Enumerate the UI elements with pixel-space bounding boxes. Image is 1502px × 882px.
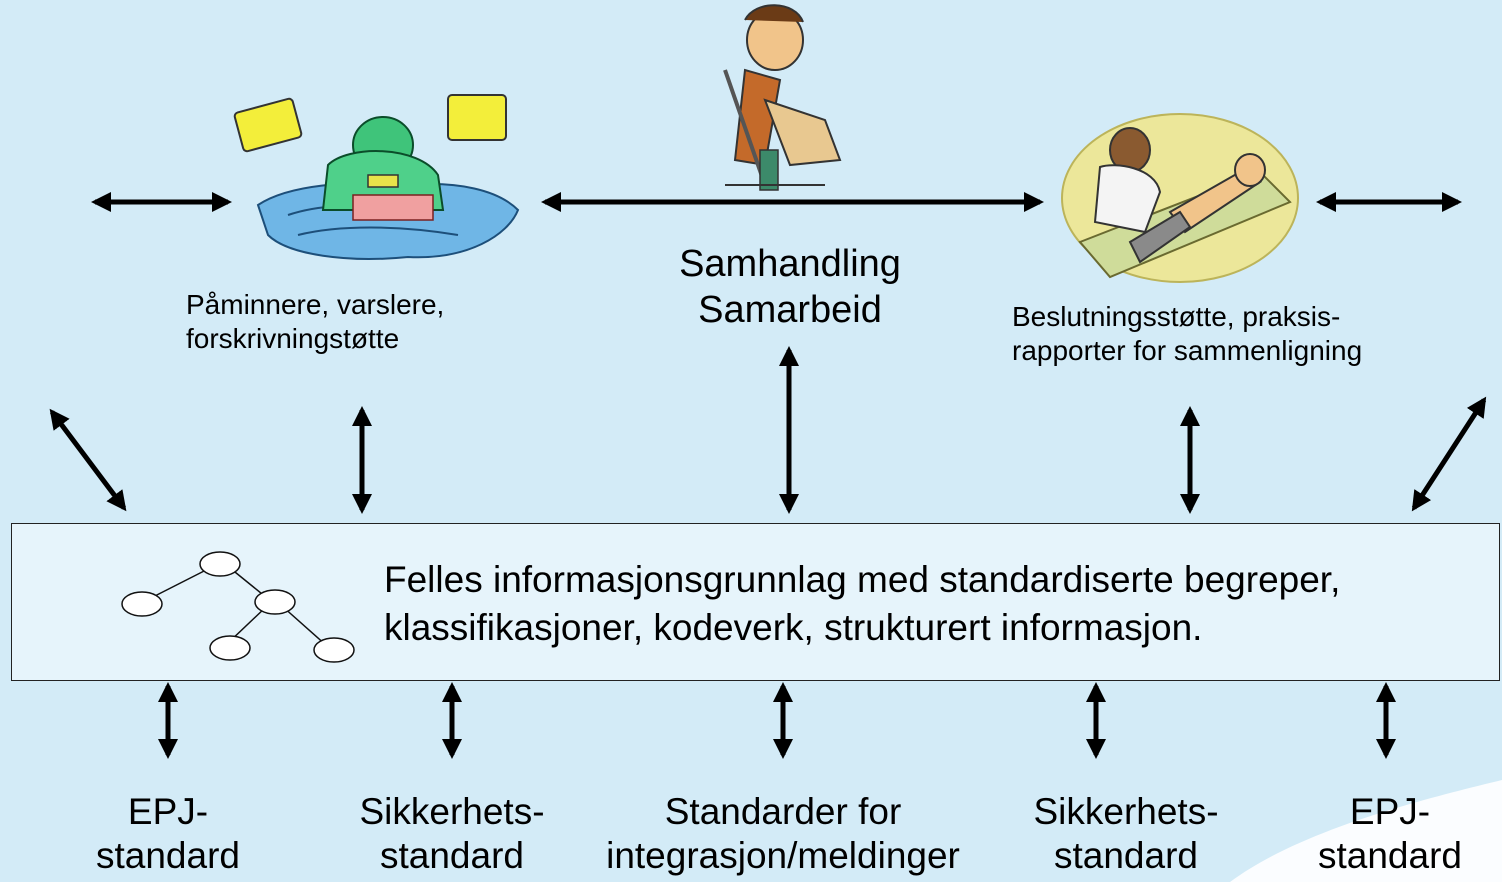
left-caption-line2: forskrivningstøtte xyxy=(186,322,400,354)
bottom-label-epj-right: EPJ- standard xyxy=(1290,790,1490,879)
bottom-label-epj-left: EPJ- standard xyxy=(68,790,268,879)
surgery-clipart-icon xyxy=(233,94,520,260)
doctor-examination-clipart-icon xyxy=(1061,113,1299,283)
bottom-label-security-left: Sikkerhets- standard xyxy=(332,790,572,879)
left-caption: Påminnere, varslere, forskrivningstøtte xyxy=(186,288,444,355)
bottom-label-line2: standard xyxy=(1318,835,1462,877)
bottom-label-line2: standard xyxy=(1054,835,1198,877)
bottom-label-line2: standard xyxy=(380,835,524,877)
arrow-mid-diag-right xyxy=(1411,396,1487,512)
left-caption-line1: Påminnere, varslere, xyxy=(186,289,445,320)
crutches-clipart-icon xyxy=(723,4,842,191)
box-text-line1: Felles informasjonsgrunnlag med standard… xyxy=(384,559,1341,600)
tree-structure-icon xyxy=(121,551,355,663)
bottom-label-line1: EPJ- xyxy=(1349,791,1431,832)
bottom-label-line1: EPJ- xyxy=(127,791,209,832)
right-caption-line2: rapporter for sammenligning xyxy=(1012,334,1363,366)
center-caption-line1: Samhandling xyxy=(679,243,901,285)
right-caption-line1: Beslutningsstøtte, praksis- xyxy=(1012,301,1341,332)
center-caption: Samhandling Samarbeid xyxy=(660,242,920,333)
information-foundation-box: Felles informasjonsgrunnlag med standard… xyxy=(11,523,1500,681)
bottom-label-line2: standard xyxy=(96,835,240,877)
bottom-label-line1: Standarder for xyxy=(664,791,902,832)
box-text: Felles informasjonsgrunnlag med standard… xyxy=(384,556,1340,652)
bottom-label-line1: Sikkerhets- xyxy=(1033,791,1219,832)
bottom-label-security-right: Sikkerhets- standard xyxy=(1006,790,1246,879)
bottom-label-line2: integrasjon/meldinger xyxy=(606,835,960,877)
arrow-mid-diag-left xyxy=(49,408,127,512)
bottom-label-integration: Standarder for integrasjon/meldinger xyxy=(575,790,991,879)
right-caption: Beslutningsstøtte, praksis- rapporter fo… xyxy=(1012,300,1362,367)
box-text-line2: klassifikasjoner, kodeverk, strukturert … xyxy=(384,607,1203,649)
bottom-label-line1: Sikkerhets- xyxy=(359,791,545,832)
center-caption-line2: Samarbeid xyxy=(698,288,882,331)
